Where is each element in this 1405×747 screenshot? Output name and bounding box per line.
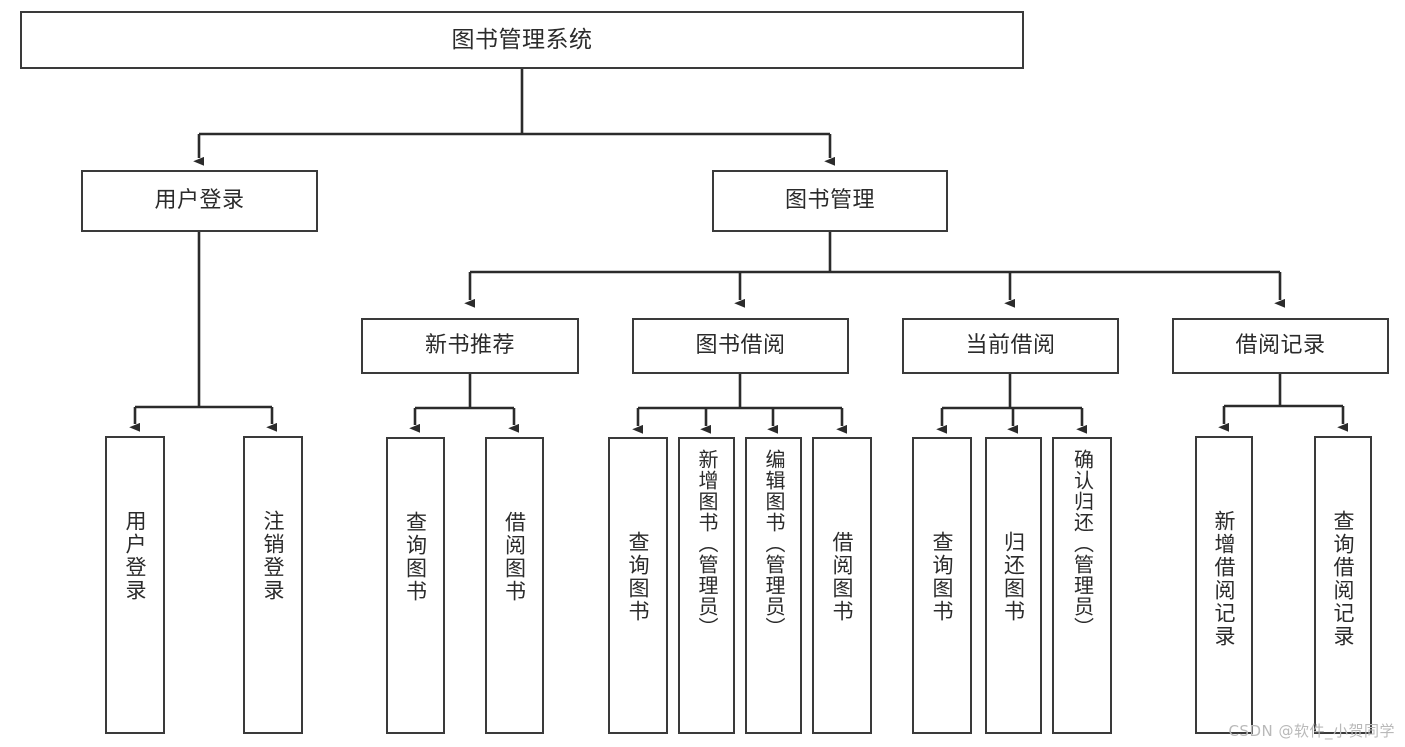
node-leaf-add-book[interactable]: 新增图书（管理员）: [678, 437, 735, 734]
node-current-borrow-label: 当前借阅: [965, 332, 1056, 358]
node-book-borrow-label: 图书借阅: [695, 332, 786, 358]
node-leaf-borrow-book-1-label: 借阅图书: [502, 511, 527, 603]
node-book-manage-label: 图书管理: [784, 187, 875, 213]
node-leaf-edit-book[interactable]: 编辑图书（管理员）: [745, 437, 802, 734]
node-leaf-logout-login-label: 注销登录: [261, 510, 286, 602]
node-borrow-record[interactable]: 借阅记录: [1172, 318, 1389, 374]
node-leaf-query-record[interactable]: 查询借阅记录: [1314, 436, 1372, 734]
node-book-manage[interactable]: 图书管理: [712, 170, 948, 232]
node-user-login-label: 用户登录: [154, 187, 245, 213]
node-leaf-query-book-1-label: 查询图书: [403, 511, 428, 603]
node-new-book-recommend[interactable]: 新书推荐: [361, 318, 579, 374]
node-borrow-record-label: 借阅记录: [1235, 332, 1326, 358]
node-book-borrow[interactable]: 图书借阅: [632, 318, 849, 374]
node-leaf-edit-book-label: 编辑图书（管理员）: [762, 449, 786, 638]
node-leaf-add-book-label: 新增图书（管理员）: [695, 449, 719, 638]
node-current-borrow[interactable]: 当前借阅: [902, 318, 1119, 374]
node-leaf-query-record-label: 查询借阅记录: [1331, 510, 1356, 648]
node-leaf-query-book-2[interactable]: 查询图书: [608, 437, 668, 734]
node-leaf-borrow-book-1[interactable]: 借阅图书: [485, 437, 544, 734]
node-leaf-user-login-label: 用户登录: [123, 510, 148, 602]
node-leaf-confirm-return[interactable]: 确认归还（管理员）: [1052, 437, 1112, 734]
node-leaf-add-record-label: 新增借阅记录: [1212, 510, 1237, 648]
node-leaf-add-record[interactable]: 新增借阅记录: [1195, 436, 1253, 734]
node-root-label: 图书管理系统: [451, 26, 593, 53]
node-leaf-user-login[interactable]: 用户登录: [105, 436, 165, 734]
node-leaf-borrow-book-2[interactable]: 借阅图书: [812, 437, 872, 734]
node-leaf-query-book-3[interactable]: 查询图书: [912, 437, 972, 734]
node-leaf-confirm-return-label: 确认归还（管理员）: [1070, 449, 1095, 638]
node-leaf-query-book-2-label: 查询图书: [626, 531, 651, 623]
watermark-text: CSDN @软件_小贺同学: [1228, 722, 1395, 740]
node-leaf-query-book-1[interactable]: 查询图书: [386, 437, 445, 734]
node-leaf-return-book[interactable]: 归还图书: [985, 437, 1042, 734]
node-leaf-logout-login[interactable]: 注销登录: [243, 436, 303, 734]
node-new-book-recommend-label: 新书推荐: [424, 332, 515, 358]
node-leaf-query-book-3-label: 查询图书: [930, 531, 955, 623]
node-leaf-return-book-label: 归还图书: [1001, 531, 1026, 623]
node-user-login[interactable]: 用户登录: [81, 170, 318, 232]
node-leaf-borrow-book-2-label: 借阅图书: [830, 531, 855, 623]
node-root[interactable]: 图书管理系统: [20, 11, 1024, 69]
